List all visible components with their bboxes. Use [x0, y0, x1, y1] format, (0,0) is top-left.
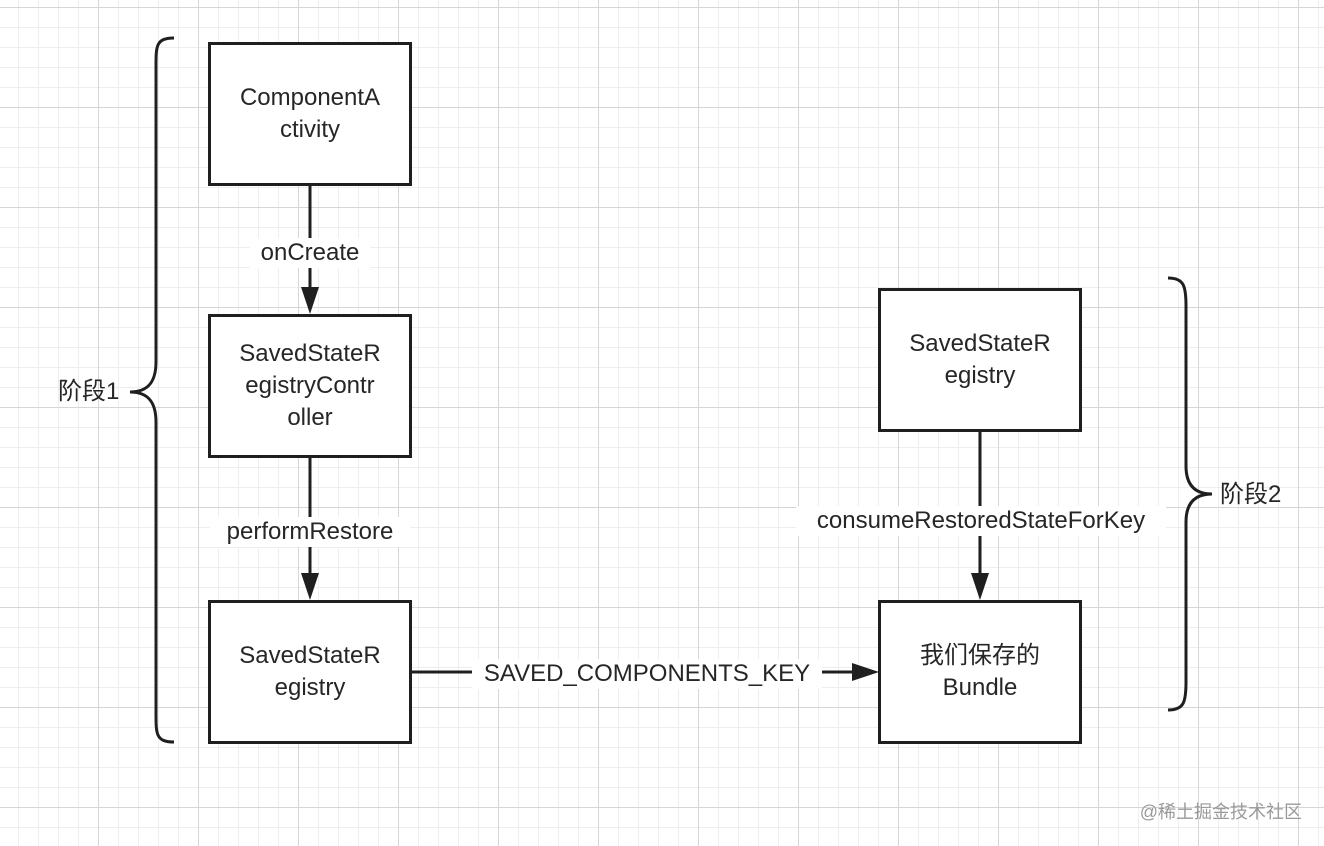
- consume-restored-state-label: consumeRestoredStateForKey: [796, 506, 1166, 536]
- stage2-brace: [1167, 276, 1213, 712]
- stage1-brace: [129, 36, 175, 744]
- bundle-label: 我们保存的 Bundle: [920, 642, 1040, 701]
- saved-components-key-label: SAVED_COMPONENTS_KEY: [472, 659, 822, 689]
- registry-controller-label: SavedStateR egistryContr oller: [239, 340, 381, 431]
- saved-state-registry-right-node: SavedStateR egistry: [878, 288, 1082, 432]
- saved-state-registry-right-label: SavedStateR egistry: [909, 330, 1051, 389]
- saved-state-registry-left-node: SavedStateR egistry: [208, 600, 412, 744]
- arrow-consume-restored-state: [971, 431, 989, 600]
- bundle-node: 我们保存的 Bundle: [878, 600, 1082, 744]
- stage2-label: 阶段2: [1220, 481, 1282, 508]
- watermark: @稀土掘金技术社区: [1139, 802, 1302, 822]
- saved-state-registry-left-label: SavedStateR egistry: [239, 642, 381, 701]
- arrow-perform-restore: [301, 457, 319, 600]
- component-activity-node: ComponentA ctivity: [208, 42, 412, 186]
- registry-controller-node: SavedStateR egistryContr oller: [208, 314, 412, 458]
- on-create-label: onCreate: [250, 238, 370, 268]
- perform-restore-label: performRestore: [210, 517, 410, 547]
- component-activity-label: ComponentA ctivity: [239, 84, 381, 143]
- stage1-label: 阶段1: [58, 378, 120, 405]
- arrow-on-create: [301, 185, 319, 314]
